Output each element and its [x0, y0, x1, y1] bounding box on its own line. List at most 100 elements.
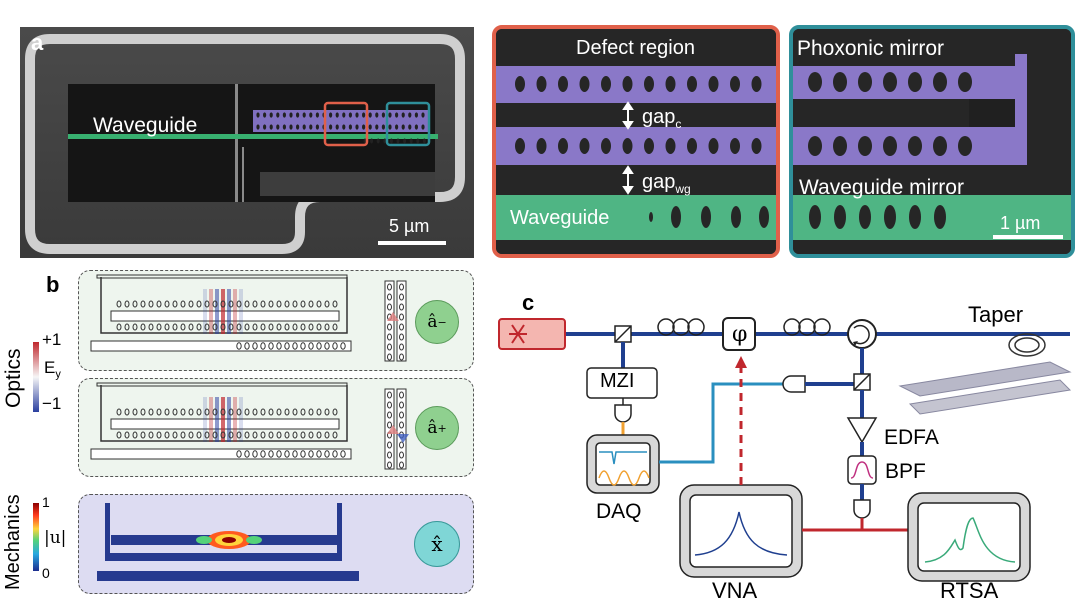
mech-bar-bottom-label: 0	[42, 565, 50, 581]
optics-hole	[228, 323, 234, 331]
sem-hole	[362, 124, 366, 130]
optics-axis-label: Optics	[2, 340, 25, 408]
optics-hole	[276, 323, 282, 331]
sem-hole	[422, 138, 426, 144]
colorbar-var-text: E	[44, 358, 56, 377]
defect-region-title: Defect region	[576, 37, 695, 59]
sem-hole	[309, 124, 313, 130]
defect-hole	[708, 138, 719, 154]
mech-bar-top-label: 1	[42, 494, 50, 510]
mirror-hole	[399, 333, 404, 341]
colorbar-bottom-label: −1	[42, 394, 62, 413]
optics-hole	[284, 323, 290, 331]
optics-wg-hole	[244, 342, 250, 350]
defect-hole	[687, 76, 697, 92]
optics-hole	[300, 323, 306, 331]
optics-hole	[276, 408, 282, 416]
optics-hole	[116, 300, 122, 308]
field-lobe	[227, 289, 231, 334]
sem-hole	[395, 124, 399, 130]
mirror-hole	[387, 283, 392, 291]
optics-hole	[292, 431, 298, 439]
defect-region-drawing	[496, 29, 776, 254]
field-lobe	[239, 289, 243, 334]
mechanics-colorbar	[33, 503, 39, 571]
mirror-field	[387, 425, 399, 434]
optics-wg-hole	[284, 450, 290, 458]
optics-hole	[212, 300, 218, 308]
optics-hole	[236, 408, 242, 416]
optics-hole	[284, 431, 290, 439]
optics-hole	[252, 300, 258, 308]
taper-label: Taper	[968, 302, 1024, 327]
mode-minus-subscript: −	[437, 315, 447, 329]
bpf-label: BPF	[885, 460, 926, 483]
optics-hole	[316, 323, 322, 331]
device-waveguide	[90, 340, 352, 352]
sem-hole	[368, 112, 372, 118]
optics-hole	[332, 431, 338, 439]
sem-hole	[276, 124, 280, 130]
defect-hole	[730, 76, 740, 92]
sem-hole-rows	[256, 112, 426, 144]
mirror-hole	[833, 72, 847, 92]
device-chip-image	[898, 361, 1072, 415]
panel-a-letter: a	[31, 30, 44, 55]
mzi-label: MZI	[600, 370, 635, 392]
optics-hole	[260, 431, 266, 439]
optics-wg-hole	[260, 450, 266, 458]
optics-hole	[276, 431, 282, 439]
optics-wg-hole	[268, 342, 274, 350]
optics-hole	[252, 431, 258, 439]
optics-hole	[292, 300, 298, 308]
optics-hole	[164, 300, 170, 308]
sem-hole	[403, 138, 407, 144]
device-waveguide	[90, 448, 352, 460]
sem-hole	[289, 124, 293, 130]
sem-hole	[348, 124, 352, 130]
optics-hole	[116, 323, 122, 331]
optics-wg-hole	[316, 342, 322, 350]
optics-wg-hole	[276, 342, 282, 350]
bpf-filter	[847, 455, 877, 485]
optics-hole	[220, 408, 226, 416]
optics-hole	[316, 408, 322, 416]
mechanics-mode-box	[78, 494, 474, 594]
mirror-hole	[399, 401, 404, 409]
sem-hole	[309, 112, 313, 118]
sem-hole	[381, 112, 385, 118]
optics-hole	[260, 323, 266, 331]
sem-hole	[401, 124, 405, 130]
sem-hole	[389, 138, 393, 144]
optics-hole	[196, 300, 202, 308]
defect-hole	[751, 138, 762, 154]
optics-hole	[268, 300, 274, 308]
sem-hole	[296, 112, 300, 118]
field-lobe	[233, 289, 237, 334]
optics-hole	[212, 431, 218, 439]
optics-hole	[148, 408, 154, 416]
optics-wg-hole	[236, 342, 242, 350]
optics-colorbar	[33, 342, 39, 412]
sem-hole	[315, 112, 319, 118]
optics-hole	[228, 300, 234, 308]
taper-coil-icon	[1008, 333, 1046, 357]
mirror-hole	[833, 136, 847, 156]
sem-hole	[348, 112, 352, 118]
mirror-hole	[858, 72, 872, 92]
sem-hole	[263, 124, 267, 130]
mech-bar-var-label: |u|	[44, 528, 67, 548]
sem-hole	[368, 124, 372, 130]
optics-hole	[116, 431, 122, 439]
mirror-hole	[399, 461, 404, 469]
sem-hole	[296, 124, 300, 130]
optics-device-minus	[90, 274, 407, 362]
optics-hole	[220, 323, 226, 331]
sem-hole	[370, 138, 374, 144]
defect-hole-rows	[515, 76, 769, 228]
optics-hole	[332, 323, 338, 331]
vna-label: VNA	[712, 578, 758, 603]
waveguide-mirror-hole	[909, 205, 921, 229]
sem-hole	[269, 112, 273, 118]
defect-hole	[536, 76, 547, 92]
